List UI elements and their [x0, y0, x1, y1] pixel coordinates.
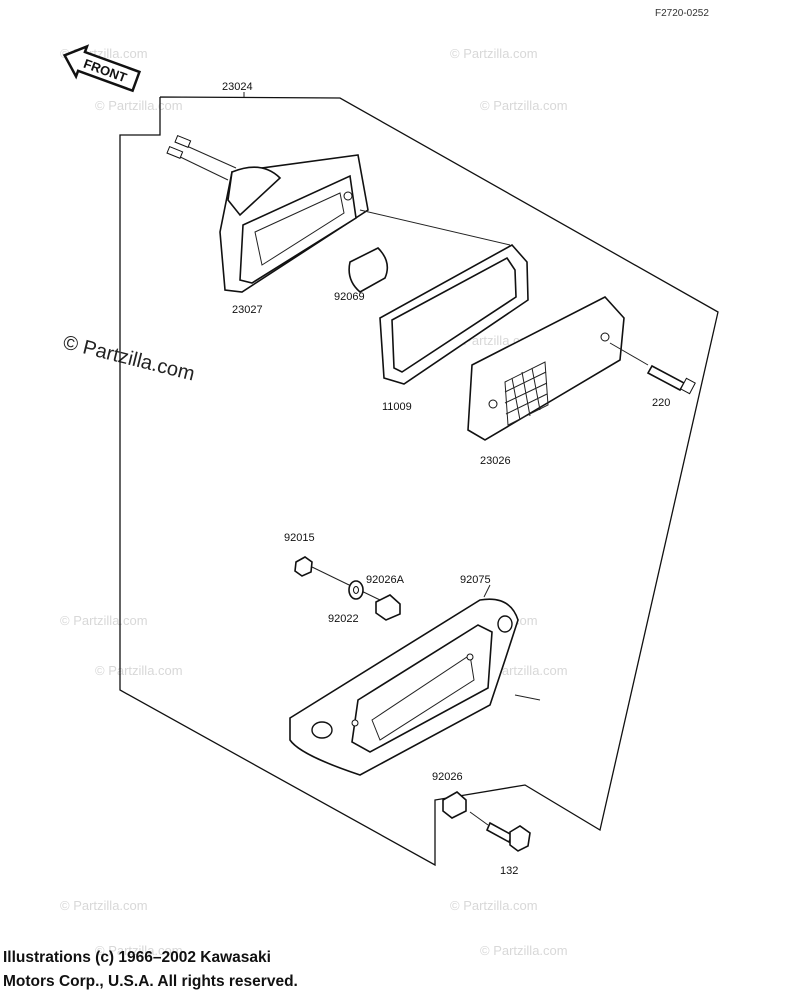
alignment-line [359, 209, 511, 246]
assembly-outline [119, 96, 719, 867]
leader-line [483, 584, 491, 598]
watermark: © Partzilla.com [60, 898, 148, 913]
watermark: © Partzilla.com [60, 613, 148, 628]
label-220: 220 [652, 397, 670, 409]
label-92015: 92015 [284, 532, 315, 544]
screw-220 [609, 342, 696, 395]
label-23026: 23026 [480, 455, 511, 467]
label-132: 132 [500, 865, 518, 877]
alignment-line [311, 566, 381, 601]
label-92026: 92026 [432, 771, 463, 783]
label-92075: 92075 [460, 574, 491, 586]
nut-92015 [294, 556, 313, 577]
copyright-notice: Illustrations (c) 1966–2002 Kawasaki Mot… [3, 949, 298, 990]
watermark: © Partzilla.com [95, 98, 183, 113]
bulb-92069 [348, 247, 389, 293]
wire-leads [166, 134, 237, 181]
lens-23026 [467, 296, 625, 441]
gasket-11009 [379, 243, 529, 385]
label-92026A: 92026A [366, 574, 405, 586]
watermark-main: © Partzilla.com [61, 332, 197, 386]
reference-code: F2720-0252 [655, 8, 709, 19]
watermark: © Partzilla.com [450, 46, 538, 61]
label-92022: 92022 [328, 613, 359, 625]
label-11009: 11009 [382, 401, 412, 413]
watermark: © Partzilla.com [450, 898, 538, 913]
collar-92026A [375, 594, 401, 621]
alignment-line [469, 811, 489, 826]
washer-92022 [348, 580, 364, 600]
bolt-132 [485, 821, 531, 852]
label-92069: 92069 [334, 291, 365, 303]
watermark: © Partzilla.com [95, 663, 183, 678]
watermark: © Partzilla.com [480, 943, 568, 958]
watermark: © Partzilla.com [480, 98, 568, 113]
alignment-line [514, 694, 541, 701]
label-23027: 23027 [232, 304, 263, 316]
collar-92026 [442, 791, 467, 819]
label-23024: 23024 [222, 81, 253, 93]
bracket-92075 [289, 598, 519, 776]
watermark: © Partzilla.com [95, 943, 183, 958]
housing-23027 [219, 154, 369, 293]
